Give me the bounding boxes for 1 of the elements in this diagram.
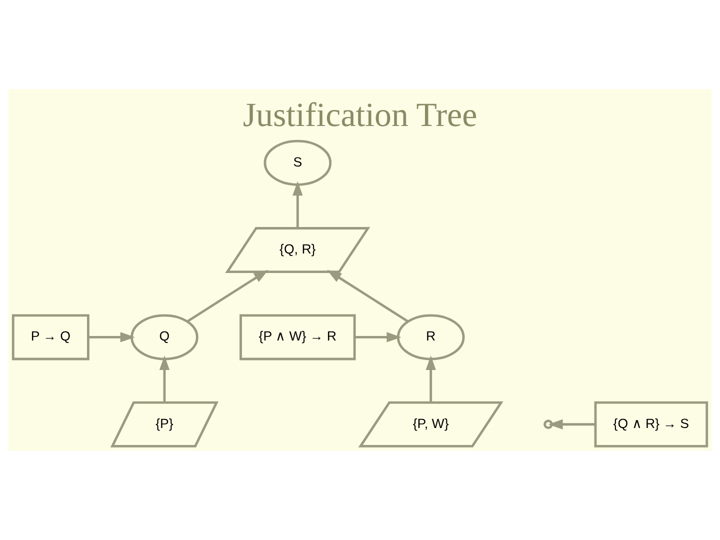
diagram-title: Justification Tree	[242, 96, 478, 134]
